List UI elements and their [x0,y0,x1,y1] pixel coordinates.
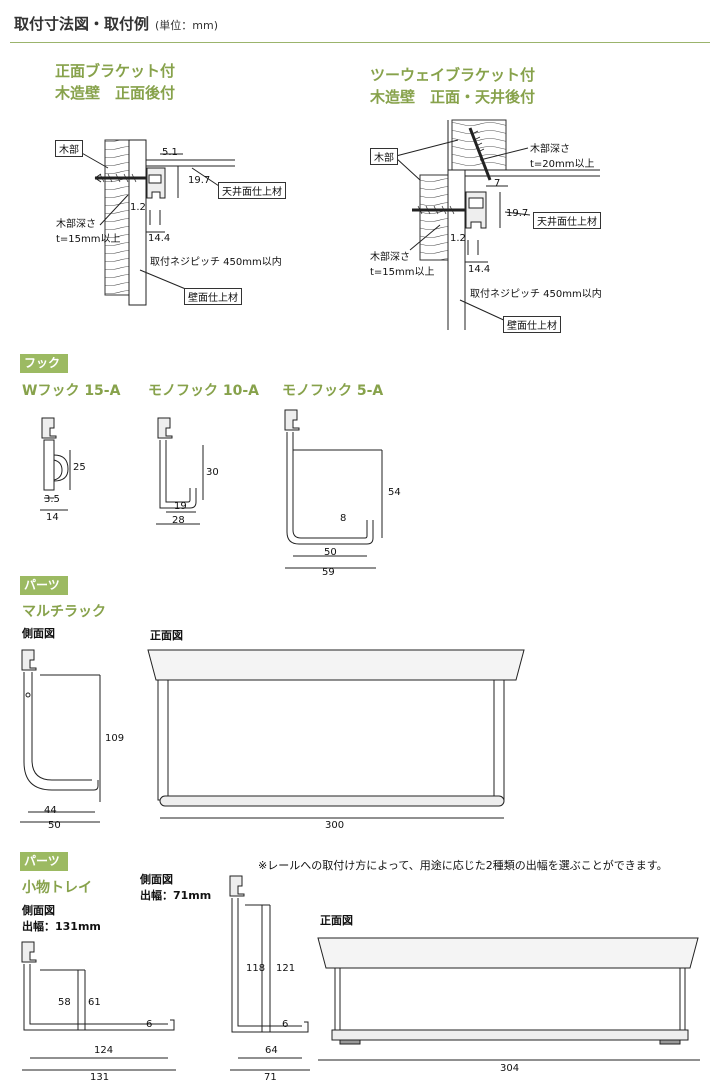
tray71-dim-6: 6 [282,1019,289,1030]
multirack-dim-44: 44 [44,805,57,816]
w-hook-dim-14: 14 [46,512,59,523]
page-title: 取付寸法図・取付例(単位：mm) [14,15,219,33]
mono5-dim-8: 8 [340,513,347,524]
tray131-dim-61: 61 [88,997,101,1008]
multirack-name: マルチラック [22,604,106,620]
tray131-dim-58: 58 [58,997,71,1008]
tray-dim-304: 304 [500,1063,520,1074]
tray-badge: パーツ [20,852,68,871]
multirack-dim-50: 50 [48,820,61,831]
tray131-dim-131: 131 [90,1072,110,1083]
tray-side-71-drawing [229,875,310,1071]
twoway-ceiling-material: 天井面仕上材 [533,212,601,229]
screw-pitch-label: 取付ネジピッチ 450mm以内 [150,257,282,268]
multirack-front-label: 正面図 [150,629,183,642]
twoway-wood-label: 木部 [370,148,398,165]
tray71-dim-64: 64 [265,1045,278,1056]
twoway-bracket-drawing [395,119,600,330]
mono-hook-10a-name: モノフック 10-A [148,383,260,399]
tray131-dim-6: 6 [146,1019,153,1030]
tray71-dim-71: 71 [264,1072,277,1083]
mono5-dim-54: 54 [388,487,401,498]
twoway-bracket-heading: ツーウェイブラケット付 木造壁 正面・天井後付 [370,66,536,106]
tray131-dim-124: 124 [94,1045,114,1056]
twoway-dim-7: 7 [494,178,501,189]
tray71-dim-118: 118 [246,963,266,974]
mono-hook-10a-drawing [156,417,204,525]
dim-1-2: 1.2 [130,202,146,213]
mono5-dim-50: 50 [324,547,337,558]
tray-side131-label: 側面図出幅：131mm [22,904,101,933]
title-divider [10,42,710,43]
tray-front-drawing [317,937,700,1061]
tray-side71-label: 側面図出幅：71mm [140,873,212,902]
mono10-dim-28: 28 [172,515,185,526]
multirack-dim-300: 300 [325,820,345,831]
mono-hook-5a-drawing [284,409,383,569]
unit-note: (単位：mm) [155,19,219,32]
mono5-dim-59: 59 [322,567,335,578]
w-hook-name: Wフック 15-A [22,383,121,399]
multirack-side-label: 側面図 [22,627,55,640]
multirack-front-drawing [147,649,525,819]
front-bracket-heading: 正面ブラケット付 木造壁 正面後付 [55,62,176,102]
w-hook-dim-3-5: 3.5 [44,494,60,505]
multirack-dim-109: 109 [105,733,125,744]
front-bracket-drawing [79,139,235,306]
twoway-dim-1-2: 1.2 [450,233,466,244]
ceiling-material-label: 天井面仕上材 [218,182,286,199]
tray-front-label: 正面図 [320,914,353,927]
tray-note: ※レールへの取付け方によって、用途に応じた2種類の出幅を選ぶことができます。 [258,859,668,872]
hook-badge: フック [20,354,69,373]
multirack-badge: パーツ [20,576,68,595]
dim-5-1: 5.1 [162,147,178,158]
tray-name: 小物トレイ [22,880,92,896]
twoway-dim-14-4: 14.4 [468,264,491,275]
dim-14-4: 14.4 [148,233,171,244]
multirack-side-drawing [20,649,101,823]
twoway-dim-19-7: 19.7 [506,208,529,219]
wood-label: 木部 [55,140,83,157]
twoway-wall-material: 壁面仕上材 [503,316,561,333]
dim-19-7: 19.7 [188,175,211,186]
mono10-dim-30: 30 [206,467,219,478]
tray-side-131-drawing [21,941,176,1071]
tray71-dim-121: 121 [276,963,296,974]
mono-hook-5a-name: モノフック 5-A [282,383,384,399]
mono10-dim-19: 19 [174,501,187,512]
twoway-screw-pitch: 取付ネジピッチ 450mm以内 [470,289,602,300]
wall-material-label: 壁面仕上材 [184,288,242,305]
w-hook-dim-25: 25 [73,462,86,473]
w-hook-drawing [40,417,71,511]
